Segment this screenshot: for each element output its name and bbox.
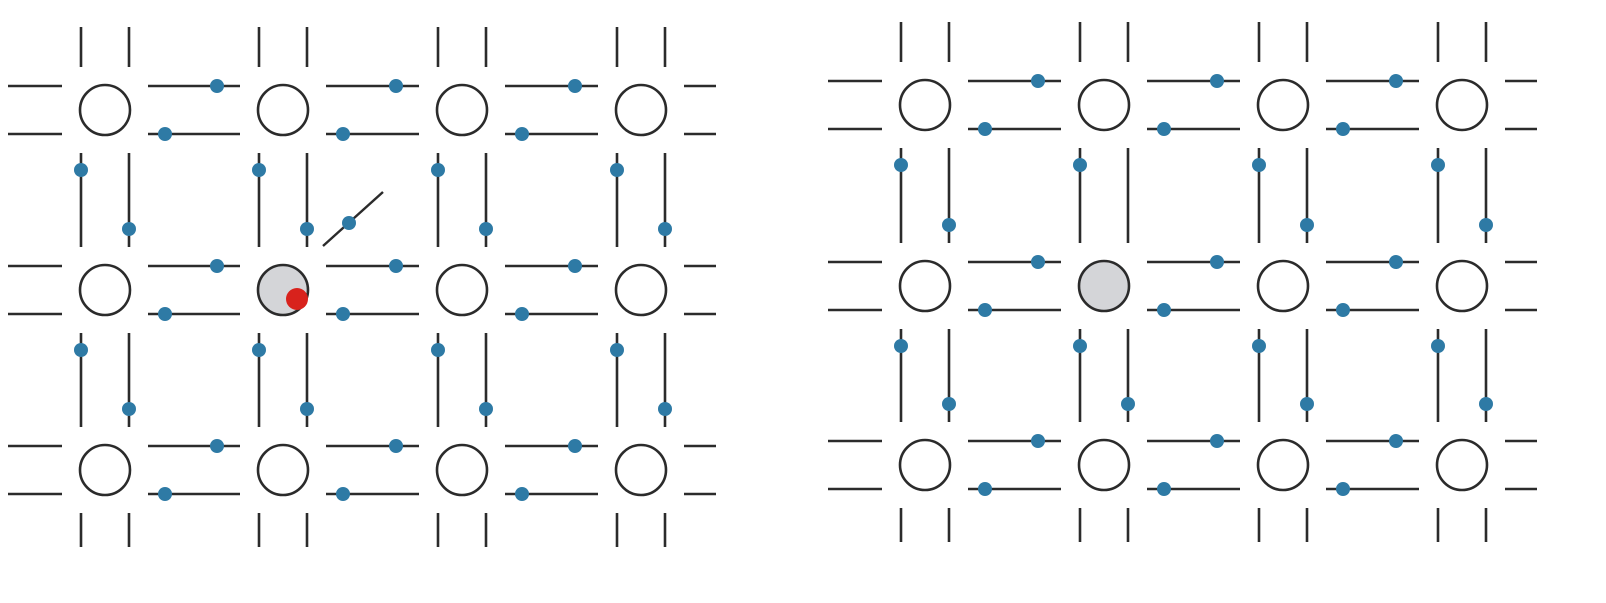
bonding-electron: [1336, 482, 1350, 496]
bonding-electron: [894, 158, 908, 172]
bonding-electron: [978, 482, 992, 496]
bonding-electron: [252, 343, 266, 357]
bonding-electron: [1300, 397, 1314, 411]
lattice-atom: [1256, 438, 1310, 492]
bonding-electron: [1300, 218, 1314, 232]
bonding-electron: [389, 79, 403, 93]
bonding-electron: [158, 307, 172, 321]
bonding-electron: [1431, 158, 1445, 172]
bonding-electron: [1252, 158, 1266, 172]
bonding-electron: [336, 487, 350, 501]
bonding-electron: [942, 218, 956, 232]
bonding-electron: [568, 439, 582, 453]
bonding-electron: [1157, 303, 1171, 317]
lattice-atom: [1435, 259, 1489, 313]
bonding-electron: [389, 439, 403, 453]
bonding-electron: [1157, 122, 1171, 136]
lattice-atom: [614, 83, 668, 137]
bonding-electron: [74, 343, 88, 357]
bonding-electron: [300, 402, 314, 416]
bonding-electron: [942, 397, 956, 411]
bonding-electron: [894, 339, 908, 353]
bonding-electron: [1210, 74, 1224, 88]
bonding-electron: [1031, 255, 1045, 269]
lattice-atom: [614, 263, 668, 317]
bonding-electron: [1031, 74, 1045, 88]
bonding-electron: [300, 222, 314, 236]
lattice-atom: [435, 263, 489, 317]
bonding-electron: [978, 303, 992, 317]
bonding-electron: [74, 163, 88, 177]
impurity-atom: [1077, 259, 1131, 313]
bonding-electron: [210, 79, 224, 93]
bonding-electron: [479, 402, 493, 416]
lattice-atom: [898, 438, 952, 492]
bonding-electron: [1210, 434, 1224, 448]
bonding-electron: [1157, 482, 1171, 496]
lattice-atom: [256, 443, 310, 497]
bonding-electron: [515, 487, 529, 501]
bonding-electron: [1336, 122, 1350, 136]
lattice-atom: [614, 443, 668, 497]
bonding-electron: [1431, 339, 1445, 353]
lattice-atom: [898, 259, 952, 313]
lattice-atom: [435, 83, 489, 137]
bonding-electron: [1479, 397, 1493, 411]
lattice-atom: [78, 443, 132, 497]
bonding-electron: [158, 487, 172, 501]
moving-electron: [342, 216, 356, 230]
bonding-electron: [1389, 74, 1403, 88]
bonding-electron: [610, 163, 624, 177]
free-electron: [286, 288, 308, 310]
bonding-electron: [1073, 339, 1087, 353]
bonding-electron: [568, 79, 582, 93]
bonding-electron: [978, 122, 992, 136]
bonding-electron: [431, 163, 445, 177]
lattice-atom: [1256, 78, 1310, 132]
lattice-atom: [1077, 78, 1131, 132]
bonding-electron: [158, 127, 172, 141]
bonding-electron: [515, 307, 529, 321]
lattice-atom: [435, 443, 489, 497]
bonding-electron: [389, 259, 403, 273]
bonding-electron: [1252, 339, 1266, 353]
lattice-atom: [78, 263, 132, 317]
bonding-electron: [252, 163, 266, 177]
bonding-electron: [336, 307, 350, 321]
bonding-electron: [610, 343, 624, 357]
bonding-electron: [1073, 158, 1087, 172]
bonding-electron: [515, 127, 529, 141]
bonding-electron: [336, 127, 350, 141]
bonding-electron: [1210, 255, 1224, 269]
bonding-electron: [210, 259, 224, 273]
bonding-electron: [210, 439, 224, 453]
bonding-electron: [431, 343, 445, 357]
bonding-electron: [568, 259, 582, 273]
bonding-electron: [479, 222, 493, 236]
bonding-electron: [1121, 397, 1135, 411]
bonding-electron: [1336, 303, 1350, 317]
lattice-atom: [1435, 78, 1489, 132]
bonding-electron: [658, 402, 672, 416]
lattice-atom: [898, 78, 952, 132]
bonding-electron: [122, 222, 136, 236]
bonding-electron: [1389, 255, 1403, 269]
bonding-electron: [122, 402, 136, 416]
lattice-atom: [1256, 259, 1310, 313]
bonding-electron: [658, 222, 672, 236]
lattice-atom: [256, 83, 310, 137]
lattice-atom: [1077, 438, 1131, 492]
lattice-panel-right: [828, 22, 1537, 542]
bonding-electron: [1031, 434, 1045, 448]
bonding-electron: [1479, 218, 1493, 232]
bonding-electron: [1389, 434, 1403, 448]
lattice-panel-left: [8, 27, 716, 547]
lattice-atom: [78, 83, 132, 137]
lattice-atom: [1435, 438, 1489, 492]
